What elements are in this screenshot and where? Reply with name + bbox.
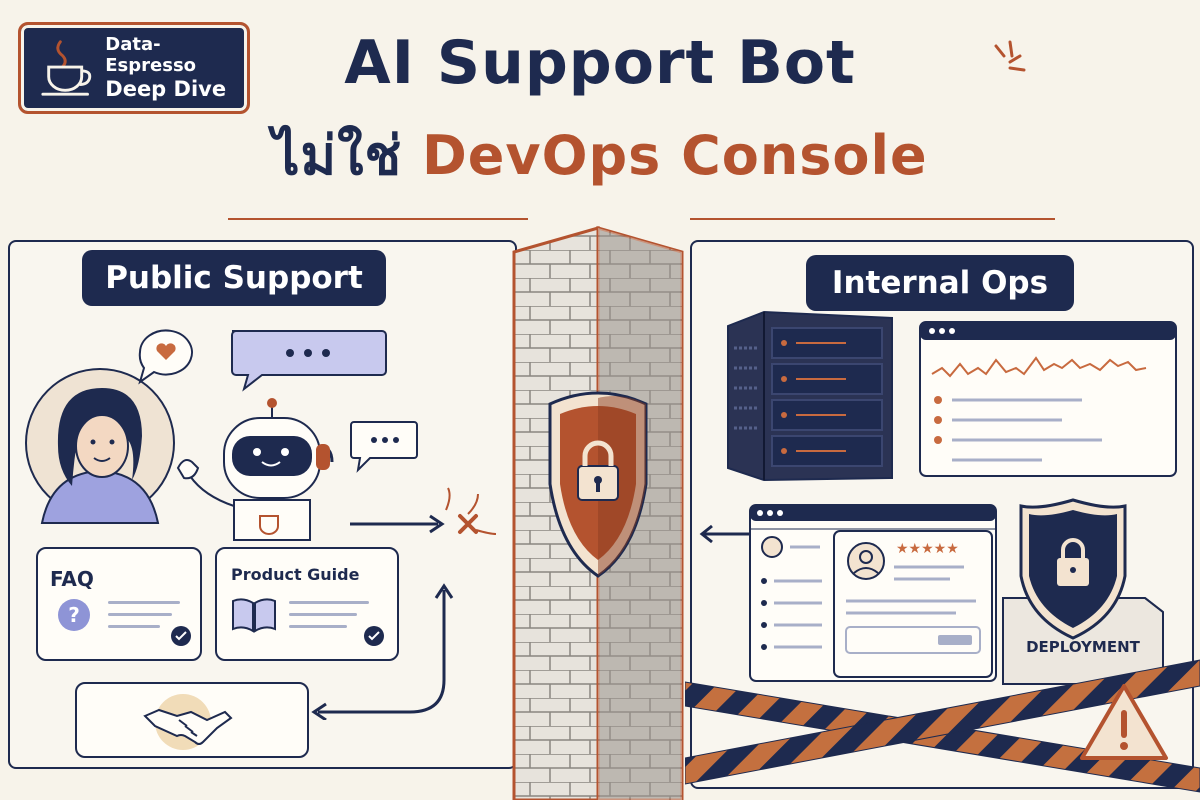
caution-tape: [685, 659, 1200, 793]
svg-text:?: ?: [68, 603, 80, 627]
page-title: AI Support Bot: [344, 28, 856, 98]
check-icon: [364, 626, 384, 646]
text-line: [108, 613, 172, 616]
product-guide-card: Product Guide: [215, 547, 399, 661]
blocked-x-icon: [458, 514, 478, 534]
firewall-pillar: [512, 226, 684, 800]
title-rule-right: [690, 218, 1055, 220]
internal-ops-heading: Internal Ops: [806, 255, 1074, 311]
subtitle-thai: ไม่ใช่: [272, 124, 403, 187]
title-rule-left: [228, 218, 528, 220]
text-line: [289, 601, 369, 604]
text-line: [108, 625, 160, 628]
handoff-card: [75, 682, 309, 758]
product-guide-title: Product Guide: [231, 565, 360, 584]
heart-bubble-icon: [138, 329, 193, 385]
text-line: [289, 625, 347, 628]
deployment-box-icon: [1002, 498, 1164, 685]
book-icon: [232, 598, 276, 633]
spark-icon: [994, 40, 1026, 72]
robot-icon: [176, 398, 334, 541]
badge-line1: Data-Espresso: [105, 33, 197, 77]
handshake-icon: [143, 694, 233, 750]
text-line: [289, 613, 357, 616]
question-icon: ?: [58, 599, 90, 631]
public-support-heading: Public Support: [82, 250, 386, 306]
monitoring-dashboard-icon: [919, 321, 1177, 477]
faq-card: FAQ ?: [36, 547, 202, 661]
chat-bubble-icon: [350, 421, 418, 473]
flow-arrows: [311, 487, 497, 720]
server-rack-icon: [727, 310, 893, 482]
brand-badge: Data-Espresso Deep Dive: [18, 22, 250, 114]
badge-line2: Deep Dive: [105, 77, 227, 101]
subtitle-accent: DevOps Console: [421, 124, 928, 187]
user-avatar: [25, 368, 175, 524]
page-subtitle: ไม่ใช่ DevOps Console: [0, 112, 1200, 198]
faq-card-title: FAQ: [50, 567, 94, 591]
admin-console-icon: ★★★★★: [749, 504, 997, 682]
svg-text:★★★★★: ★★★★★: [896, 541, 959, 557]
warning-icon: [1080, 684, 1168, 760]
inbound-arrow: [699, 524, 750, 544]
coffee-cup-icon: [41, 40, 92, 96]
deployment-label: DEPLOYMENT: [1026, 638, 1140, 656]
check-icon: [171, 626, 191, 646]
typing-bubble-icon: [231, 330, 387, 392]
text-line: [108, 601, 180, 604]
